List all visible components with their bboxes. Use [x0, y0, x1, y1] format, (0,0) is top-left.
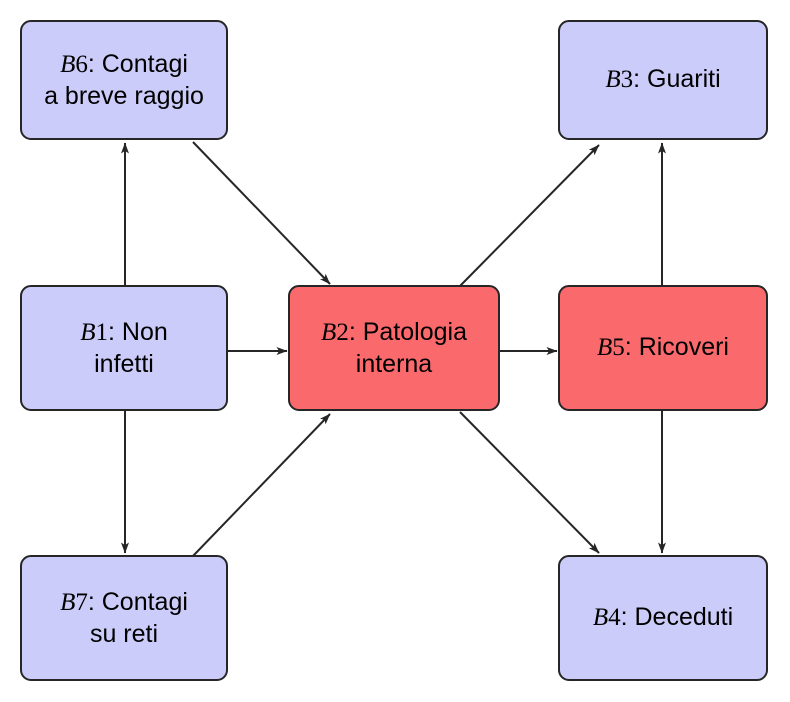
node-b4[interactable]: B4: Deceduti: [558, 555, 768, 681]
node-b5-label: Ricoveri: [638, 333, 729, 362]
node-b5-var: B: [597, 334, 613, 362]
node-b6[interactable]: B6: Contagi a breve raggio: [20, 20, 228, 140]
node-b3-label: Guariti: [647, 65, 721, 94]
node-b5-num: 5: [612, 334, 625, 362]
node-b3-var: B: [605, 66, 621, 94]
node-b2-label: Patologia interna: [355, 318, 467, 378]
node-b1-label: Non infetti: [94, 318, 168, 378]
node-b6-var: B: [60, 51, 76, 78]
node-b1[interactable]: B1: Non infetti: [20, 285, 228, 411]
node-b4-label: Deceduti: [634, 603, 734, 632]
node-b1-num: 1: [95, 319, 109, 346]
edge-b7-to-b2: [192, 413, 331, 557]
node-b2-var: B: [321, 319, 337, 346]
node-b1-var: B: [80, 319, 96, 346]
node-b3-num: 3: [620, 66, 634, 94]
edge-b2-to-b4: [459, 411, 600, 554]
node-b7-num: 7: [75, 589, 88, 616]
node-b1-text: B1: Non infetti: [80, 318, 168, 378]
node-b7[interactable]: B7: Contagi su reti: [20, 555, 228, 681]
node-b6-num: 6: [75, 51, 88, 78]
node-b7-var: B: [60, 589, 76, 616]
node-b7-text: B7: Contagi su reti: [60, 588, 188, 648]
node-b3[interactable]: B3: Guariti: [558, 20, 768, 140]
node-b4-text: B4: Deceduti: [592, 603, 734, 632]
node-b2-num: 2: [336, 319, 349, 346]
edge-b2-to-b3: [459, 144, 600, 287]
node-b3-text: B3: Guariti: [605, 65, 721, 94]
node-b5[interactable]: B5: Ricoveri: [558, 285, 768, 411]
node-b6-label: Contagi a breve raggio: [44, 50, 204, 110]
node-b6-text: B6: Contagi a breve raggio: [44, 50, 204, 110]
node-b4-num: 4: [608, 604, 621, 632]
node-b7-label: Contagi su reti: [89, 588, 188, 648]
node-b2[interactable]: B2: Patologia interna: [288, 285, 500, 411]
node-b5-text: B5: Ricoveri: [597, 333, 729, 362]
node-b4-var: B: [592, 604, 609, 632]
edge-b6-to-b2: [192, 141, 331, 285]
node-b2-text: B2: Patologia interna: [321, 318, 467, 378]
